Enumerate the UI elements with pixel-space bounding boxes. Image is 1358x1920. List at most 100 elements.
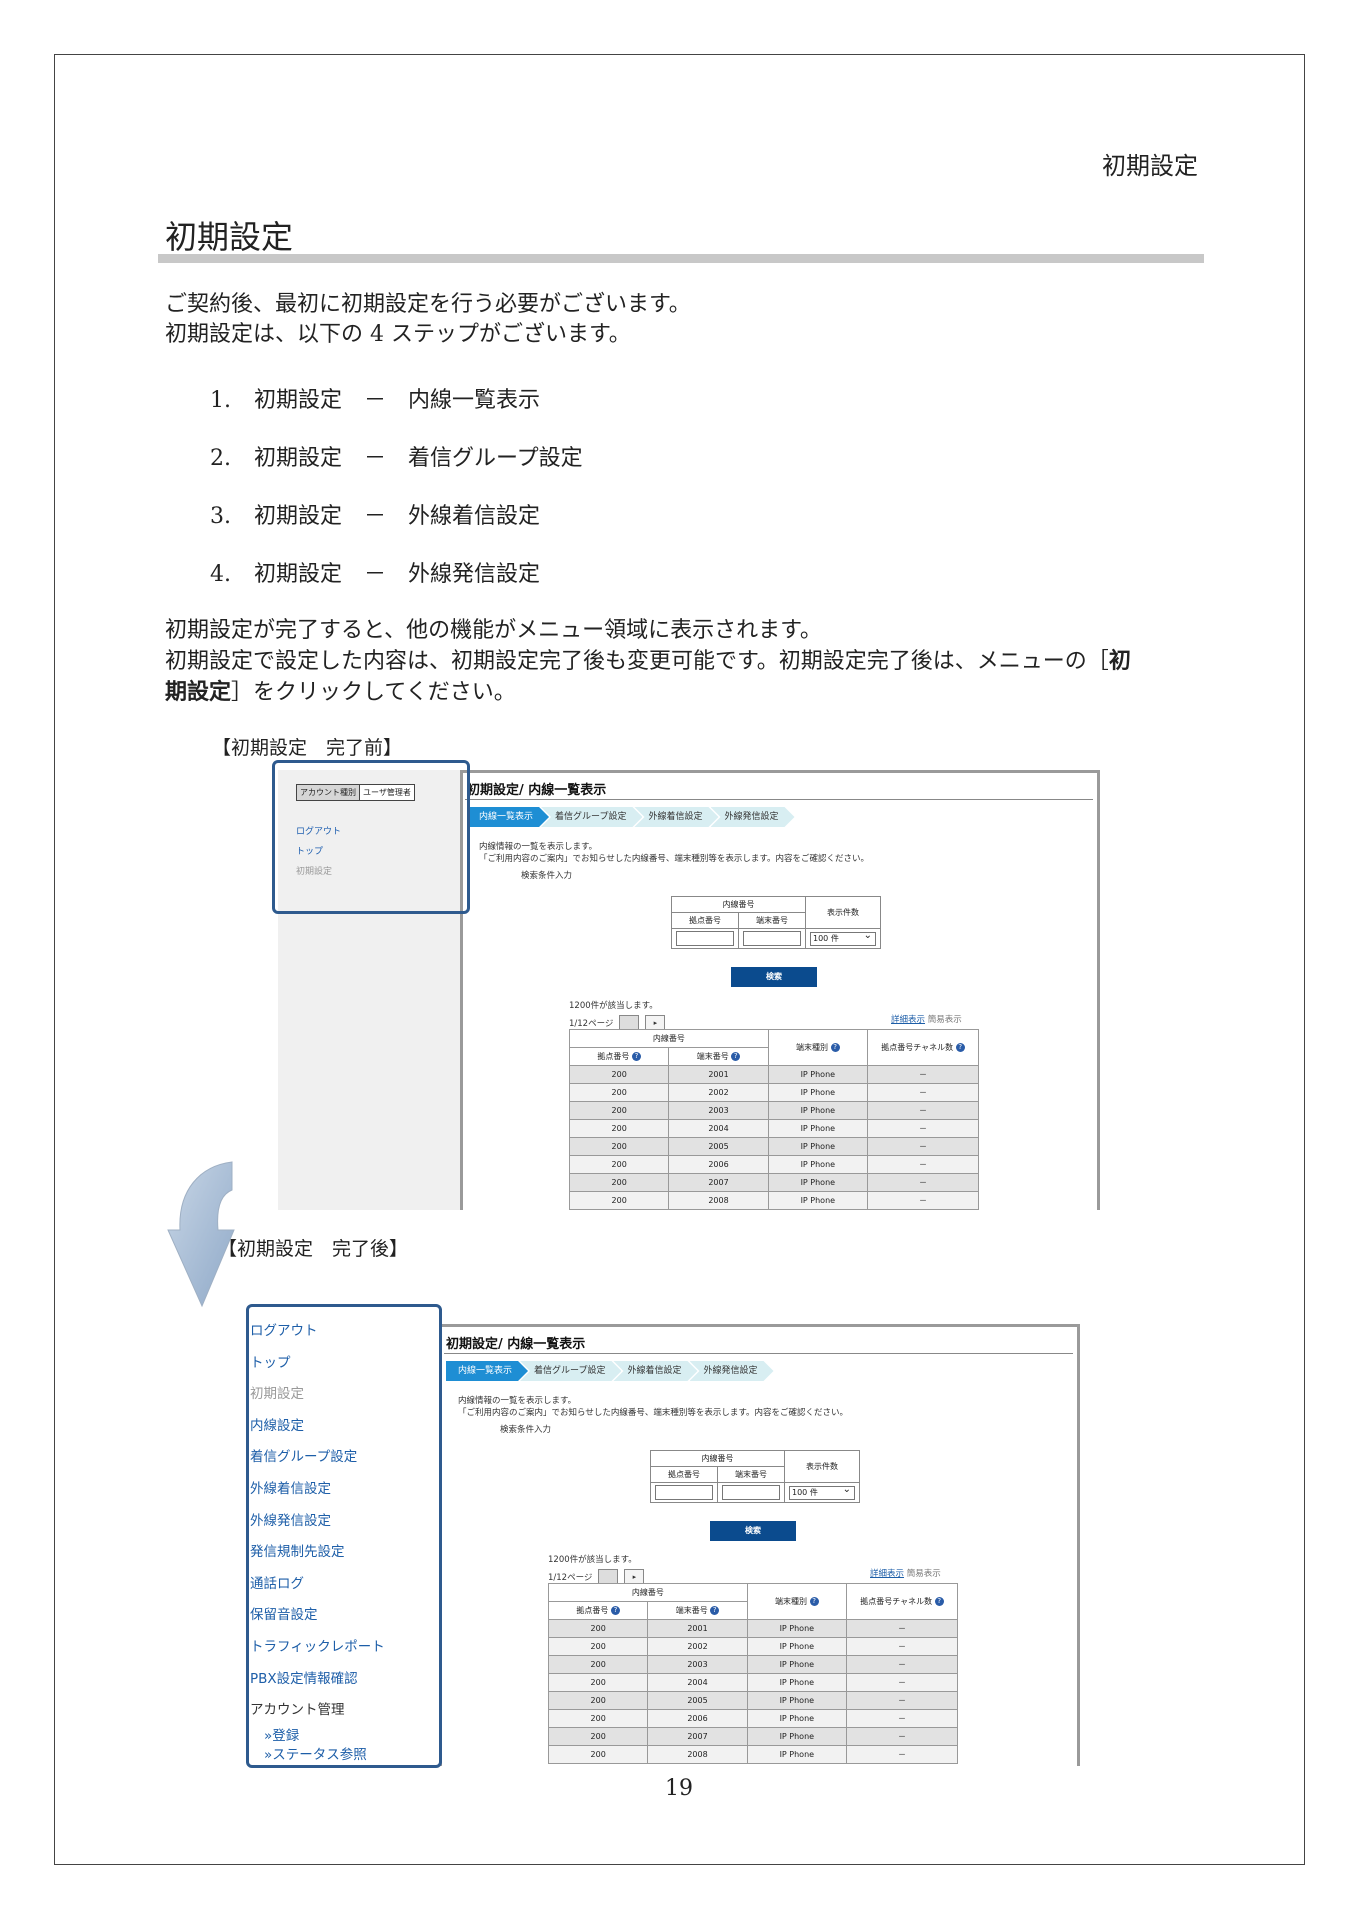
help-icon[interactable]: ? xyxy=(731,1052,741,1061)
step-breadcrumb: 内線一覧表示 着信グループ設定 外線着信設定 外線発信設定 xyxy=(446,1361,766,1381)
account-type: アカウント種別 ユーザ管理者 xyxy=(296,784,415,801)
menu-item-logout[interactable]: ログアウト xyxy=(250,1323,318,1339)
curved-arrow-icon xyxy=(167,1161,235,1308)
view-mode: 詳細表示 簡易表示 xyxy=(891,1013,962,1025)
heading-rule xyxy=(465,799,1093,800)
crumb-extension-list[interactable]: 内線一覧表示 xyxy=(446,1361,528,1381)
terminal-number-input[interactable] xyxy=(743,931,801,946)
crumb-incoming[interactable]: 外線着信設定 xyxy=(613,1361,697,1381)
intro-line: 初期設定は、以下の 4 ステップがございます。 xyxy=(165,322,631,347)
step-item: 2.初期設定 － 着信グループ設定 xyxy=(210,446,583,471)
menu-item-initial-setup[interactable]: 初期設定 xyxy=(250,1386,304,1403)
heading-rule xyxy=(444,1353,1073,1354)
menu-item-pbx-info[interactable]: PBX設定情報確認 xyxy=(250,1670,358,1687)
search-form: 内線番号表示件数 拠点番号端末番号 100 件 xyxy=(671,896,881,949)
menu-item-initial-setup[interactable]: 初期設定 xyxy=(296,867,333,877)
main-pane: 初期設定/ 内線一覧表示 内線一覧表示 着信グループ設定 外線着信設定 外線発信… xyxy=(439,1324,1080,1766)
crumb-group[interactable]: 着信グループ設定 xyxy=(541,807,642,827)
menu-item-hold-music[interactable]: 保留音設定 xyxy=(250,1607,318,1624)
intro-line: ご契約後、最初に初期設定を行う必要がございます。 xyxy=(165,292,691,317)
side-menu: アカウント種別 ユーザ管理者 ログアウト トップ 初期設定 xyxy=(278,770,461,1210)
menu-item-extension[interactable]: 内線設定 xyxy=(250,1417,304,1434)
result-count: 1200件が該当します。 xyxy=(548,1555,637,1565)
screen-heading: 初期設定/ 内線一覧表示 xyxy=(467,783,607,798)
menu-item-top[interactable]: トップ xyxy=(250,1354,291,1371)
help-icon[interactable]: ? xyxy=(710,1606,720,1615)
page-size-select[interactable]: 100 件 xyxy=(810,930,876,946)
menu-item-top[interactable]: トップ xyxy=(296,847,324,857)
side-menu xyxy=(245,1306,439,1766)
menu-item-account: アカウント管理 xyxy=(250,1702,345,1719)
site-number-input[interactable] xyxy=(676,931,734,946)
menu-item-restriction[interactable]: 発信規制先設定 xyxy=(250,1544,345,1561)
screen-description: 内線情報の一覧を表示します。 「ご利用内容のご案内」でお知らせした内線番号、端末… xyxy=(479,842,869,864)
highlight-box-before xyxy=(272,760,470,914)
menu-item-logout[interactable]: ログアウト xyxy=(296,827,342,837)
simple-view-link[interactable]: 簡易表示 xyxy=(906,1569,941,1579)
search-button[interactable]: 検索 xyxy=(731,967,817,987)
menu-item-traffic[interactable]: トラフィックレポート xyxy=(250,1638,385,1655)
menu-list: ログアウト トップ 初期設定 xyxy=(296,822,341,882)
help-icon[interactable]: ? xyxy=(955,1043,965,1052)
help-icon[interactable]: ? xyxy=(809,1597,819,1606)
help-icon[interactable]: ? xyxy=(631,1052,641,1061)
search-label: 検索条件入力 xyxy=(500,1425,552,1435)
menu-item-incoming[interactable]: 外線着信設定 xyxy=(250,1480,331,1497)
search-label: 検索条件入力 xyxy=(521,871,573,881)
help-icon[interactable]: ? xyxy=(934,1597,944,1606)
search-button[interactable]: 検索 xyxy=(710,1521,796,1541)
detail-view-link[interactable]: 詳細表示 xyxy=(891,1015,926,1025)
completion-line: 初期設定が完了すると、他の機能がメニュー領域に表示されます。 xyxy=(165,618,822,643)
screen-description: 内線情報の一覧を表示します。 「ご利用内容のご案内」でお知らせした内線番号、端末… xyxy=(458,1396,848,1418)
search-form: 内線番号表示件数 拠点番号端末番号 100 件 xyxy=(650,1450,860,1503)
page-frame xyxy=(54,54,1305,1865)
caption-before: 【初期設定 完了前】 xyxy=(212,737,403,759)
view-mode: 詳細表示 簡易表示 xyxy=(870,1567,941,1579)
crumb-outgoing[interactable]: 外線発信設定 xyxy=(711,807,795,827)
crumb-outgoing[interactable]: 外線発信設定 xyxy=(690,1361,774,1381)
page-title: 初期設定 xyxy=(165,218,294,256)
menu-subitem-status[interactable]: »ステータス参照 xyxy=(264,1746,367,1763)
simple-view-link[interactable]: 簡易表示 xyxy=(927,1015,962,1025)
main-pane: 初期設定/ 内線一覧表示 内線一覧表示 着信グループ設定 外線着信設定 外線発信… xyxy=(460,770,1100,1210)
crumb-extension-list[interactable]: 内線一覧表示 xyxy=(467,807,549,827)
menu-item-group[interactable]: 着信グループ設定 xyxy=(250,1449,358,1466)
highlight-box-after xyxy=(246,1304,442,1768)
menu-subitem-register[interactable]: »登録 xyxy=(264,1727,300,1744)
menu-item-call-log[interactable]: 通話ログ xyxy=(250,1575,304,1592)
detail-view-link[interactable]: 詳細表示 xyxy=(870,1569,905,1579)
result-count: 1200件が該当します。 xyxy=(569,1001,658,1011)
page-number: 19 xyxy=(665,1776,693,1801)
crumb-incoming[interactable]: 外線着信設定 xyxy=(634,807,718,827)
help-icon[interactable]: ? xyxy=(610,1606,620,1615)
site-number-input[interactable] xyxy=(655,1485,713,1500)
screenshot-after: 初期設定/ 内線一覧表示 内線一覧表示 着信グループ設定 外線着信設定 外線発信… xyxy=(245,1306,1080,1766)
full-menu-list: ログアウト トップ 初期設定 内線設定 着信グループ設定 外線着信設定 外線発信… xyxy=(250,1316,385,1765)
help-icon[interactable]: ? xyxy=(830,1043,840,1052)
menu-item-outgoing[interactable]: 外線発信設定 xyxy=(250,1512,331,1529)
running-head: 初期設定 xyxy=(1102,152,1198,180)
crumb-group[interactable]: 着信グループ設定 xyxy=(520,1361,621,1381)
terminal-number-input[interactable] xyxy=(722,1485,780,1500)
completion-line: 初期設定で設定した内容は、初期設定完了後も変更可能です。初期設定完了後は、メニュ… xyxy=(165,648,1131,674)
step-item: 1.初期設定 － 内線一覧表示 xyxy=(210,388,541,413)
page-size-select[interactable]: 100 件 xyxy=(789,1484,855,1500)
completion-paragraph: 初期設定が完了すると、他の機能がメニュー領域に表示されます。 初期設定で設定した… xyxy=(165,616,1131,708)
